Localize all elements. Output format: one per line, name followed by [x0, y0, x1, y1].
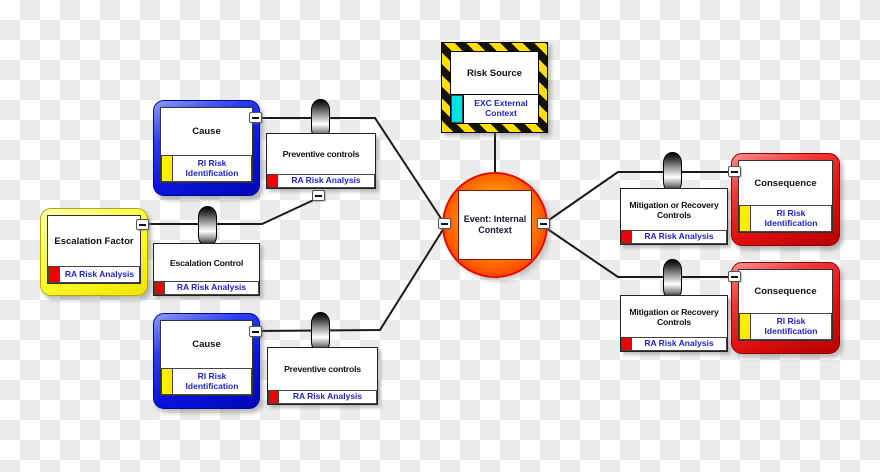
risk-analysis-chip-icon [621, 337, 632, 351]
minus-icon [731, 275, 738, 278]
connector-event-to-consequence-top [545, 171, 734, 223]
collapse-button[interactable] [249, 112, 262, 123]
escalation-factor-tag: RA Risk Analysis [60, 266, 140, 283]
barrier-icon [663, 259, 682, 300]
mitigation-controls-title: Mitigation or Recovery Controls [629, 306, 719, 327]
cause-tag: RI Risk Identification [173, 368, 252, 395]
cause-body: Cause RI Risk Identification [160, 107, 253, 183]
preventive-controls-title: Preventive controls [282, 149, 360, 159]
minus-icon [540, 222, 547, 225]
consequence-title: Consequence [754, 177, 817, 189]
minus-icon [252, 116, 259, 119]
barrier-icon [663, 152, 682, 193]
preventive-controls-node-top[interactable]: Preventive controls RA Risk Analysis [266, 133, 376, 189]
minus-icon [731, 170, 738, 173]
escalation-control-tag: RA Risk Analysis [165, 281, 259, 295]
preventive-controls-tag-strip: RA Risk Analysis [268, 390, 377, 404]
connector-cause-top-to-event [256, 117, 445, 224]
mitigation-controls-title: Mitigation or Recovery Controls [629, 199, 719, 220]
barrier-icon [198, 206, 217, 247]
preventive-controls-tag: RA Risk Analysis [279, 390, 377, 404]
risk-analysis-chip-icon [621, 230, 632, 244]
cause-node-bottom[interactable]: Cause RI Risk Identification [153, 313, 260, 409]
risk-identification-chip-icon [739, 313, 751, 340]
preventive-controls-title: Preventive controls [284, 364, 361, 374]
collapse-button[interactable] [728, 271, 741, 282]
minus-icon [139, 223, 146, 226]
cause-tag-strip: RI Risk Identification [161, 368, 252, 395]
risk-source-body: Risk Source EXC External Context [450, 51, 539, 124]
consequence-body: Consequence RI Risk Identification [738, 160, 833, 233]
cause-title: Cause [192, 339, 221, 350]
collapse-button[interactable] [136, 219, 149, 230]
mitigation-controls-node-bottom[interactable]: Mitigation or Recovery Controls RA Risk … [620, 295, 728, 352]
preventive-controls-tag-strip: RA Risk Analysis [267, 174, 375, 188]
escalation-control-node[interactable]: Escalation Control RA Risk Analysis [153, 243, 260, 296]
mitigation-controls-tag-strip: RA Risk Analysis [621, 337, 727, 351]
escalation-factor-title: Escalation Factor [54, 235, 134, 247]
consequence-body: Consequence RI Risk Identification [738, 269, 833, 341]
connector-escalation-to-preventive [143, 197, 319, 225]
consequence-title: Consequence [754, 286, 817, 297]
cause-tag: RI Risk Identification [173, 155, 252, 182]
risk-source-node[interactable]: Risk Source EXC External Context [441, 42, 548, 133]
event-node[interactable]: Event: Internal Context [442, 172, 548, 278]
minus-icon [252, 330, 259, 333]
escalation-factor-node[interactable]: Escalation Factor RA Risk Analysis [40, 208, 148, 296]
cause-tag-strip: RI Risk Identification [161, 155, 252, 182]
escalation-control-title: Escalation Control [169, 257, 244, 268]
consequence-tag: RI Risk Identification [751, 313, 832, 340]
collapse-button[interactable] [728, 166, 741, 177]
consequence-tag-strip: RI Risk Identification [739, 313, 832, 340]
connector-cause-bottom-to-event [255, 227, 445, 332]
cause-node-top[interactable]: Cause RI Risk Identification [153, 100, 260, 196]
mitigation-controls-tag: RA Risk Analysis [632, 337, 727, 351]
minus-icon [315, 194, 322, 197]
connector-event-to-consequence-bottom [545, 227, 734, 278]
consequence-node-top[interactable]: Consequence RI Risk Identification [731, 153, 840, 246]
mitigation-controls-tag: RA Risk Analysis [632, 230, 727, 244]
consequence-tag-strip: RI Risk Identification [739, 205, 832, 232]
cause-title: Cause [192, 126, 221, 137]
collapse-button[interactable] [249, 326, 262, 337]
risk-analysis-chip-icon [48, 266, 60, 283]
mitigation-controls-tag-strip: RA Risk Analysis [621, 230, 727, 244]
risk-source-tag-strip: EXC External Context [451, 94, 538, 123]
collapse-button[interactable] [438, 218, 451, 229]
consequence-node-bottom[interactable]: Consequence RI Risk Identification [731, 262, 840, 354]
external-context-chip-icon [451, 95, 463, 123]
escalation-control-tag-strip: RA Risk Analysis [154, 281, 259, 295]
risk-identification-chip-icon [161, 155, 173, 182]
cause-body: Cause RI Risk Identification [160, 320, 253, 396]
preventive-controls-tag: RA Risk Analysis [278, 174, 375, 188]
escalation-factor-body: Escalation Factor RA Risk Analysis [47, 215, 141, 284]
risk-identification-chip-icon [161, 368, 173, 395]
risk-source-tag: EXC External Context [463, 95, 538, 123]
escalation-factor-tag-strip: RA Risk Analysis [48, 266, 140, 283]
collapse-button[interactable] [537, 218, 550, 229]
minus-icon [441, 222, 448, 225]
collapse-button[interactable] [312, 190, 325, 201]
risk-analysis-chip-icon [154, 281, 165, 295]
consequence-tag: RI Risk Identification [751, 205, 832, 232]
mitigation-controls-node-top[interactable]: Mitigation or Recovery Controls RA Risk … [620, 188, 728, 245]
risk-analysis-chip-icon [268, 390, 279, 404]
preventive-controls-node-bottom[interactable]: Preventive controls RA Risk Analysis [267, 347, 378, 405]
event-title: Event: Internal Context [458, 190, 532, 260]
risk-source-title: Risk Source [467, 67, 522, 79]
risk-analysis-chip-icon [267, 174, 278, 188]
risk-identification-chip-icon [739, 205, 751, 232]
